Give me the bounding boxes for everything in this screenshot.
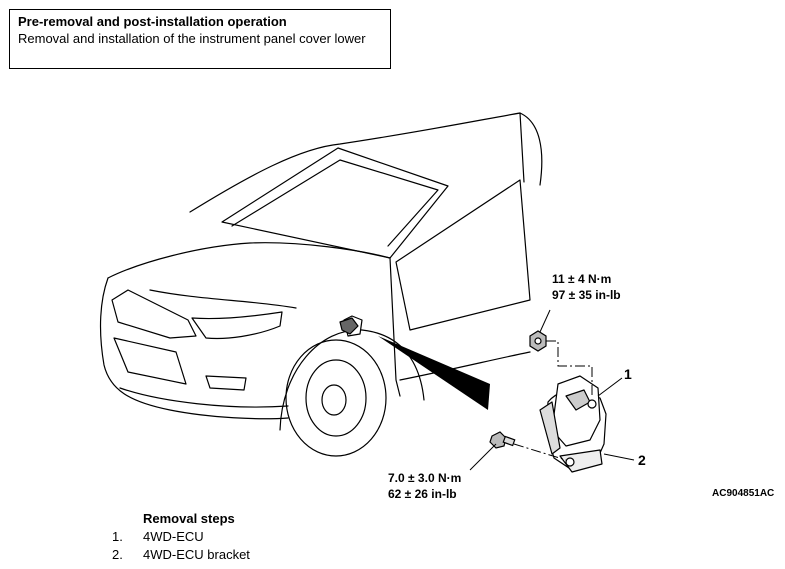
step-label: 4WD-ECU	[143, 529, 204, 544]
nut-fastener	[529, 330, 547, 352]
nut-install-path	[546, 340, 593, 398]
step-label: 4WD-ECU bracket	[143, 547, 250, 562]
ecu-body	[551, 375, 601, 447]
bolt-fastener	[489, 431, 516, 449]
step-row: 1. 4WD-ECU	[112, 528, 250, 546]
vehicle-rear-pillar	[519, 112, 543, 186]
a-pillar	[389, 257, 401, 397]
door-lower-line	[399, 351, 531, 381]
detail-pointer-wedge	[378, 336, 490, 410]
front-hub	[321, 384, 347, 416]
callout-leader-2	[603, 453, 635, 461]
pre-removal-note-box: Pre-removal and post-installation operat…	[9, 9, 391, 69]
removal-steps: Removal steps 1. 4WD-ECU 2. 4WD-ECU bracke…	[112, 510, 250, 564]
torque-leader-lower	[469, 443, 497, 471]
bracket-hole-bottom	[565, 457, 575, 467]
step-number: 2.	[112, 547, 123, 562]
torque-leader-upper	[539, 309, 551, 333]
figure-code: AC904851AC	[712, 488, 775, 499]
callout-leader-1	[597, 377, 623, 397]
windshield-inner	[231, 159, 439, 247]
windshield-outline	[221, 147, 449, 259]
torque-upper-metric: 11 ± 4 N·m	[552, 272, 612, 286]
bracket-hole-top	[587, 399, 597, 409]
hood-line	[107, 242, 391, 279]
torque-lower-metric: 7.0 ± 3.0 N·m	[388, 471, 462, 485]
bumper-lower-line	[119, 387, 289, 408]
fog-lamp	[205, 375, 247, 391]
lower-grille	[113, 337, 187, 385]
upper-grille	[111, 289, 197, 339]
hood-crease	[149, 289, 297, 309]
vehicle-roof-line	[189, 112, 525, 213]
callout-1: 1	[624, 366, 632, 382]
step-row: 2. 4WD-ECU bracket	[112, 546, 250, 564]
torque-label-upper: 11 ± 4 N·m 97 ± 35 in-lb	[552, 271, 621, 303]
torque-upper-imperial: 97 ± 35 in-lb	[552, 288, 621, 302]
torque-lower-imperial: 62 ± 26 in-lb	[388, 487, 457, 501]
bracket-flange	[539, 401, 561, 455]
wheel-arch	[279, 329, 425, 431]
ecu-location-marker	[339, 317, 359, 335]
headlight-outline	[191, 311, 283, 340]
note-title: Pre-removal and post-installation operat…	[18, 14, 287, 29]
removal-steps-title: Removal steps	[143, 511, 235, 526]
step-number: 1.	[112, 529, 123, 544]
door-window-line	[395, 179, 531, 331]
note-text: Removal and installation of the instrume…	[18, 31, 366, 46]
front-rim	[305, 359, 367, 437]
callout-2: 2	[638, 452, 646, 468]
torque-label-lower: 7.0 ± 3.0 N·m 62 ± 26 in-lb	[388, 470, 461, 502]
front-tire	[285, 339, 387, 457]
bolt-install-path	[513, 443, 567, 461]
front-fascia	[99, 277, 289, 420]
